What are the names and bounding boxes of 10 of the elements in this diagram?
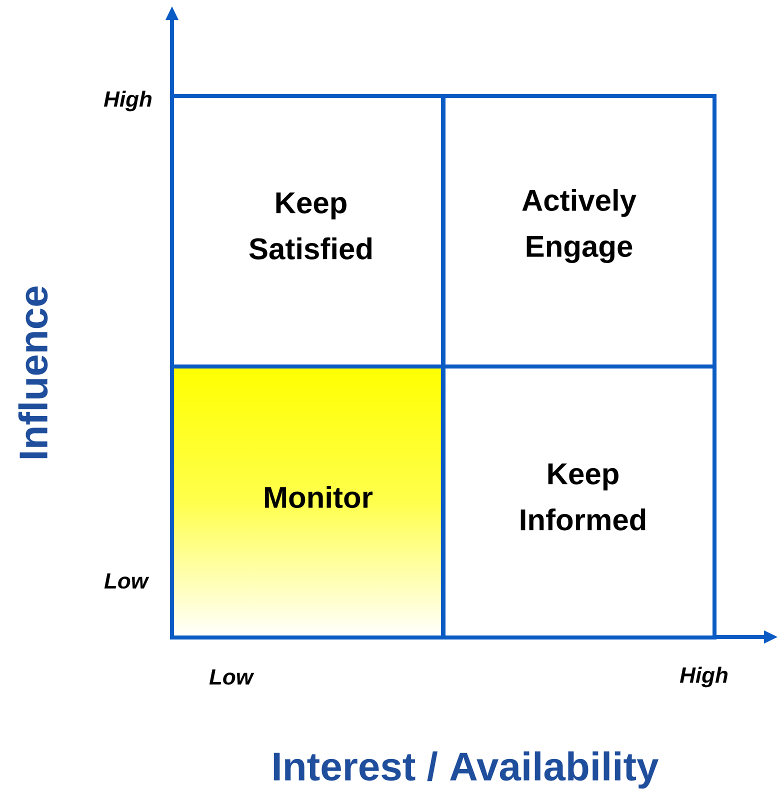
axis-title: Influence [18, 286, 48, 458]
axis-title: Interest / Availability [274, 751, 659, 789]
axis-tick-label: High [104, 90, 152, 112]
quadrant-box: Monitor [170, 364, 445, 640]
axis-tick-label: Low [104, 573, 150, 589]
axis-tick-label: Low [209, 669, 254, 685]
axis-tick-label: High [680, 666, 728, 688]
quadrant-box: Actively Engage [442, 94, 716, 369]
quadrant-box: Keep Informed [442, 364, 716, 640]
quadrant-box: Keep Satisfied [170, 94, 445, 369]
